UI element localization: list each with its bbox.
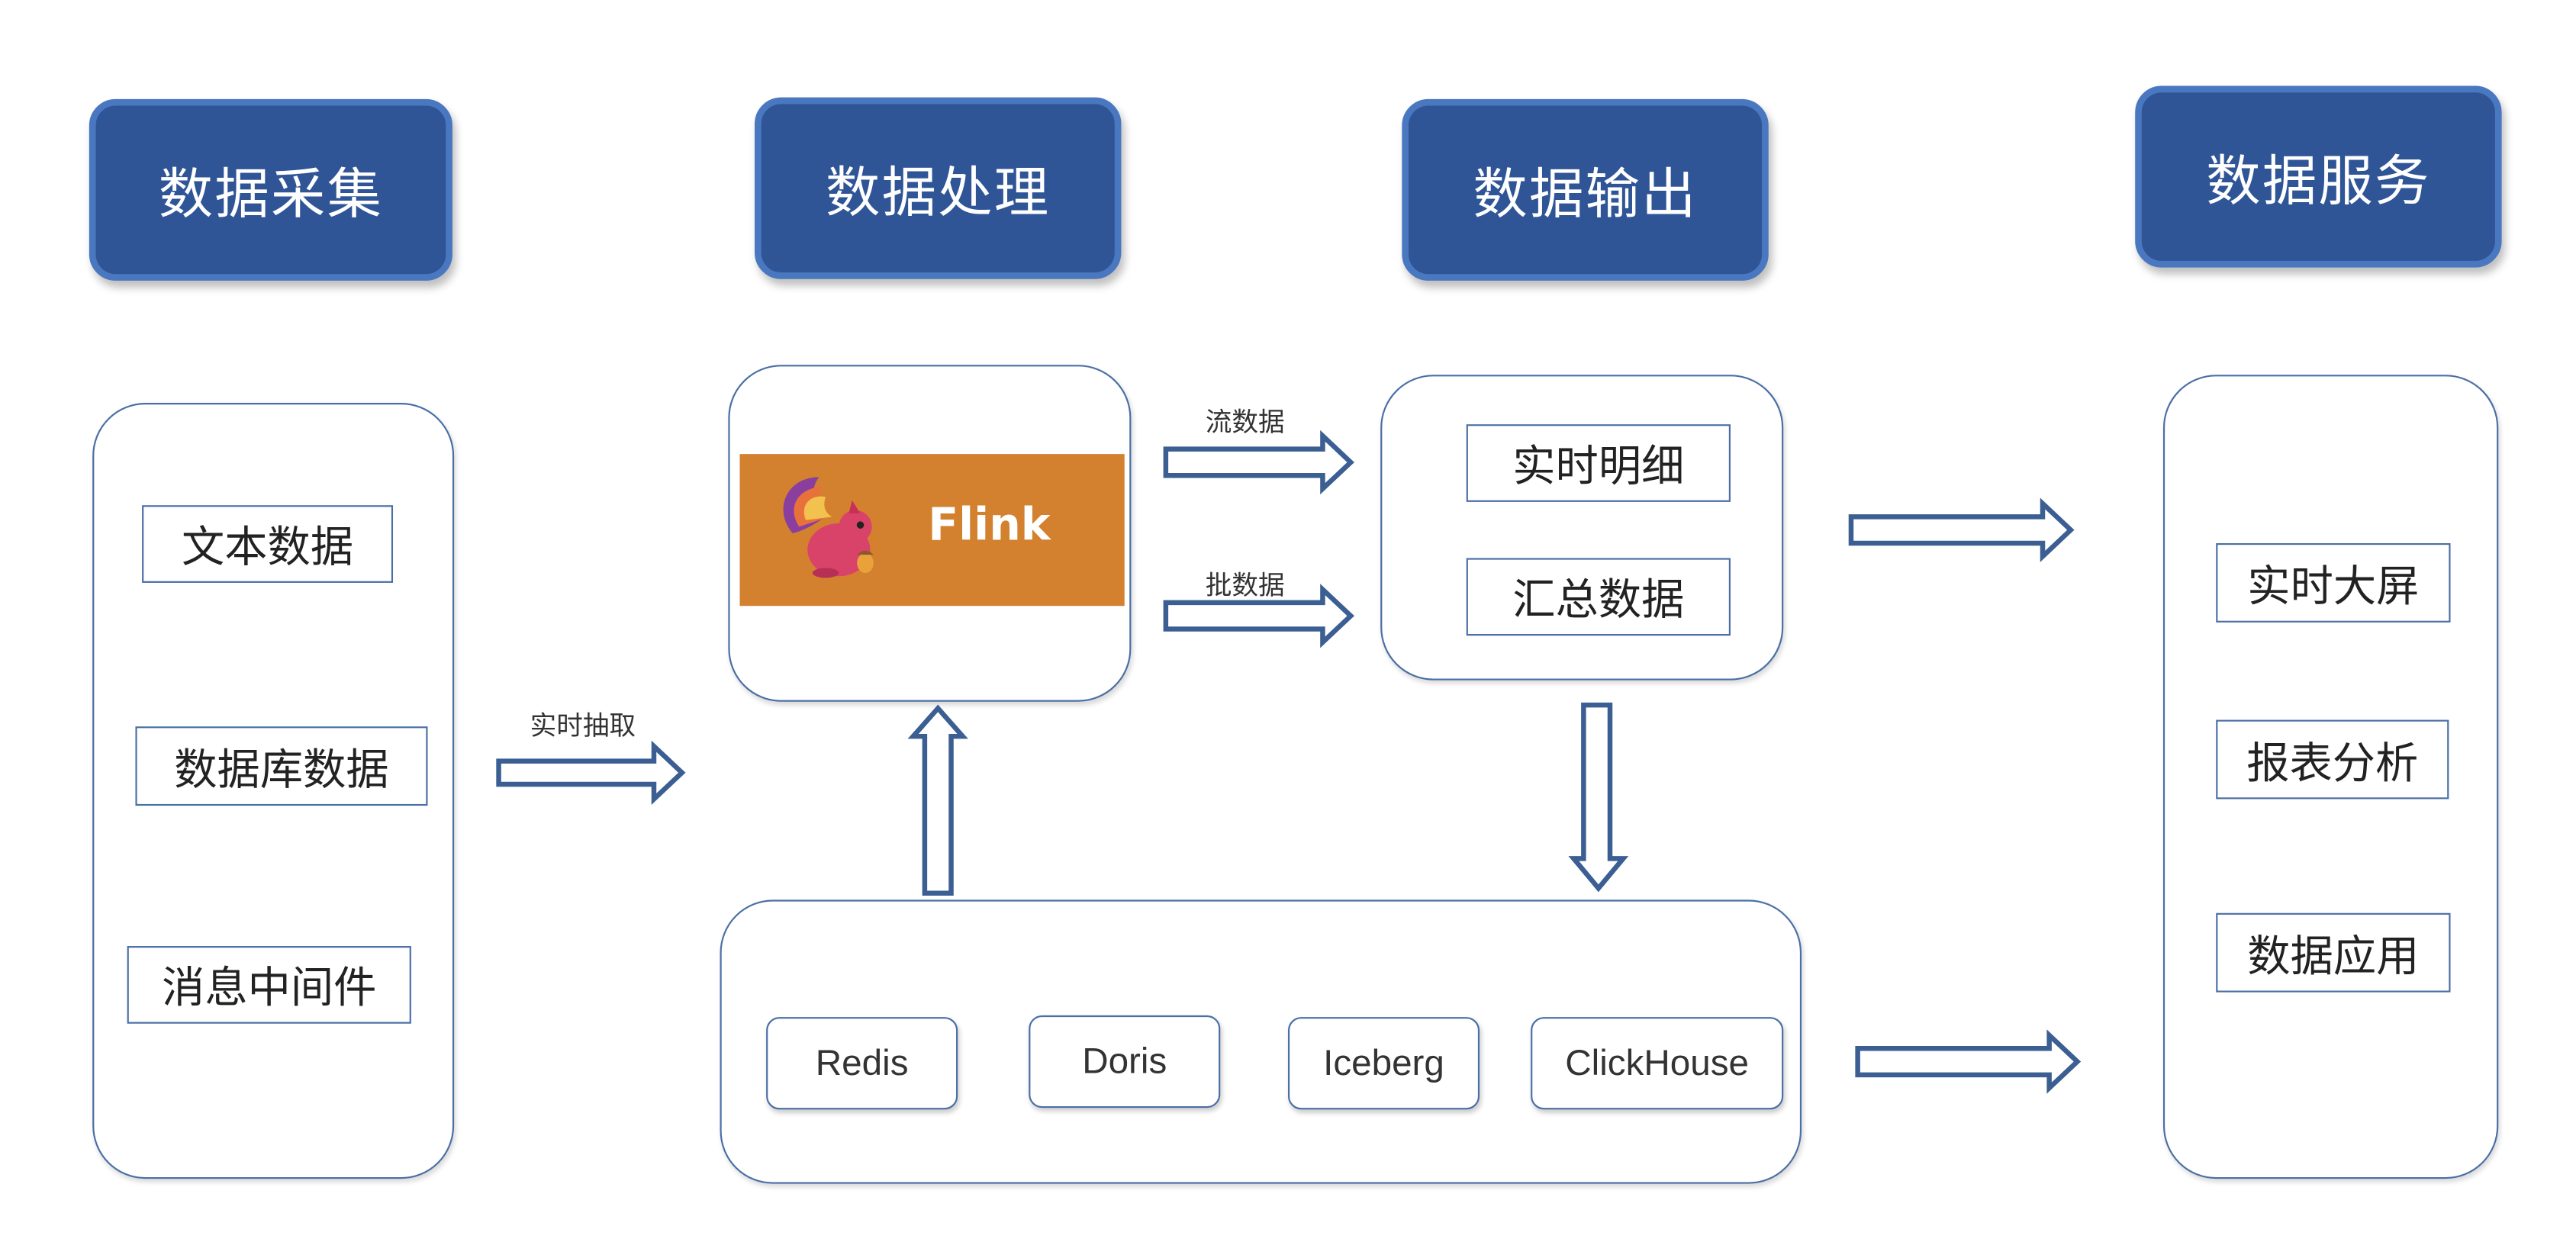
arrow-storage-to-service <box>1855 1029 2082 1094</box>
header-data-output: 数据输出 <box>1402 98 1769 281</box>
arrow-flink-to-realtime-detail <box>1163 430 1354 495</box>
arrow-label-stream-data: 流数据 <box>1205 406 1285 438</box>
output-realtime-detail: 实时明细 <box>1466 424 1731 502</box>
flink-label: Flink <box>928 500 1051 552</box>
header-data-collection: 数据采集 <box>89 98 452 281</box>
header-data-service: 数据服务 <box>2135 85 2502 268</box>
header-data-processing: 数据处理 <box>754 97 1122 279</box>
arrow-output-to-storage <box>1568 702 1629 893</box>
source-database-data: 数据库数据 <box>135 726 428 806</box>
arrow-storage-to-flink <box>907 704 968 896</box>
flink-squirrel-logo-icon <box>783 477 874 578</box>
arrow-output-to-service <box>1848 497 2075 562</box>
output-summary-data: 汇总数据 <box>1466 558 1731 636</box>
source-text-data: 文本数据 <box>142 505 394 583</box>
service-realtime-dashboard: 实时大屏 <box>2216 542 2451 623</box>
storage-clickhouse: ClickHouse <box>1531 1017 1784 1110</box>
storage-iceberg: Iceberg <box>1288 1017 1480 1110</box>
flink-banner: Flink <box>739 454 1125 607</box>
arrow-label-realtime-extract: 实时抽取 <box>530 710 636 742</box>
service-report-analysis: 报表分析 <box>2216 719 2449 800</box>
arrow-label-batch-data: 批数据 <box>1205 569 1285 601</box>
arrow-flink-to-summary-data <box>1163 584 1354 648</box>
source-message-middleware: 消息中间件 <box>127 946 411 1024</box>
storage-redis: Redis <box>766 1017 958 1110</box>
arrow-sources-to-flink <box>496 740 686 805</box>
service-data-application: 数据应用 <box>2216 912 2451 993</box>
storage-doris: Doris <box>1029 1015 1221 1109</box>
